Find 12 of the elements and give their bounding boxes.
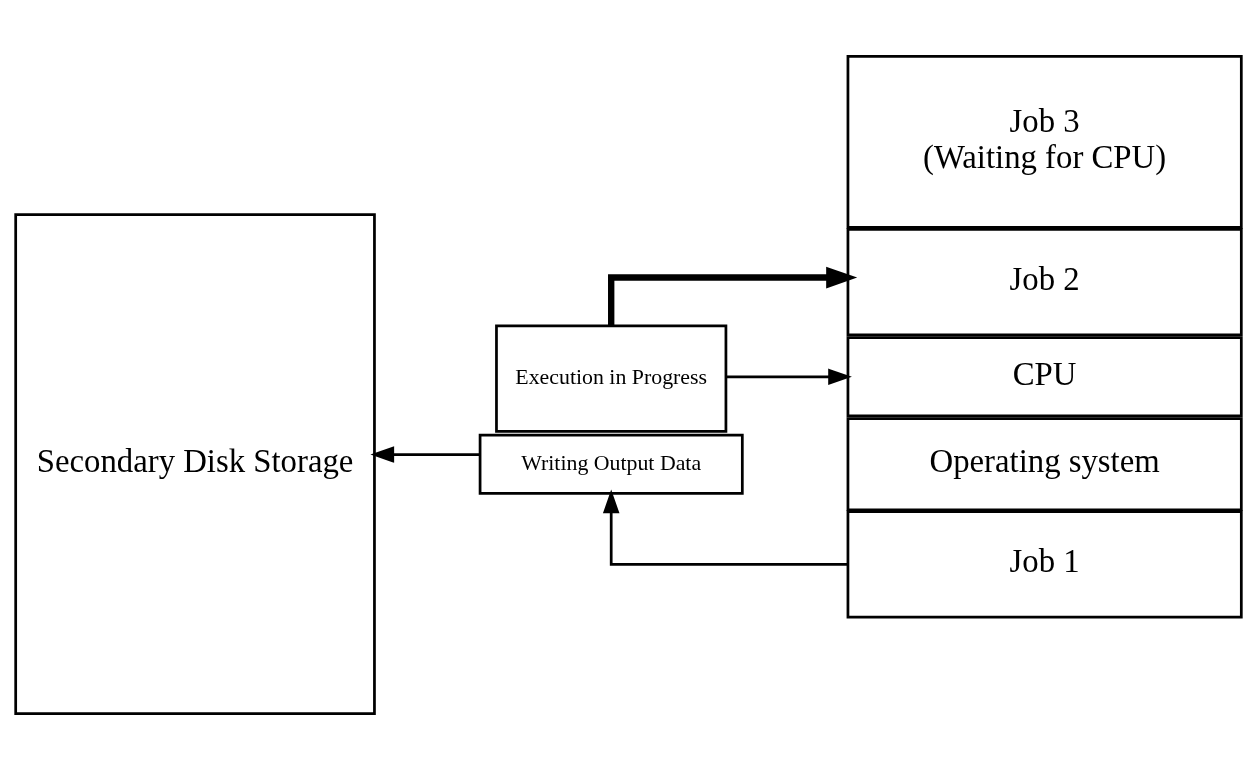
node-box: Job 2 — [846, 227, 1243, 337]
arrow — [602, 489, 848, 566]
arrow — [608, 266, 858, 326]
arrow — [370, 446, 480, 463]
node-box: CPU — [846, 336, 1243, 418]
node-box: Secondary Disk Storage — [14, 213, 376, 716]
node-box: Job 3 (Waiting for CPU) — [846, 54, 1243, 229]
node-box: Operating system — [846, 417, 1243, 512]
node-box: Job 1 — [846, 510, 1243, 619]
node-box: Writing Output Data — [478, 433, 744, 495]
arrow — [726, 368, 852, 386]
node-box: Execution in Progress — [495, 324, 728, 433]
